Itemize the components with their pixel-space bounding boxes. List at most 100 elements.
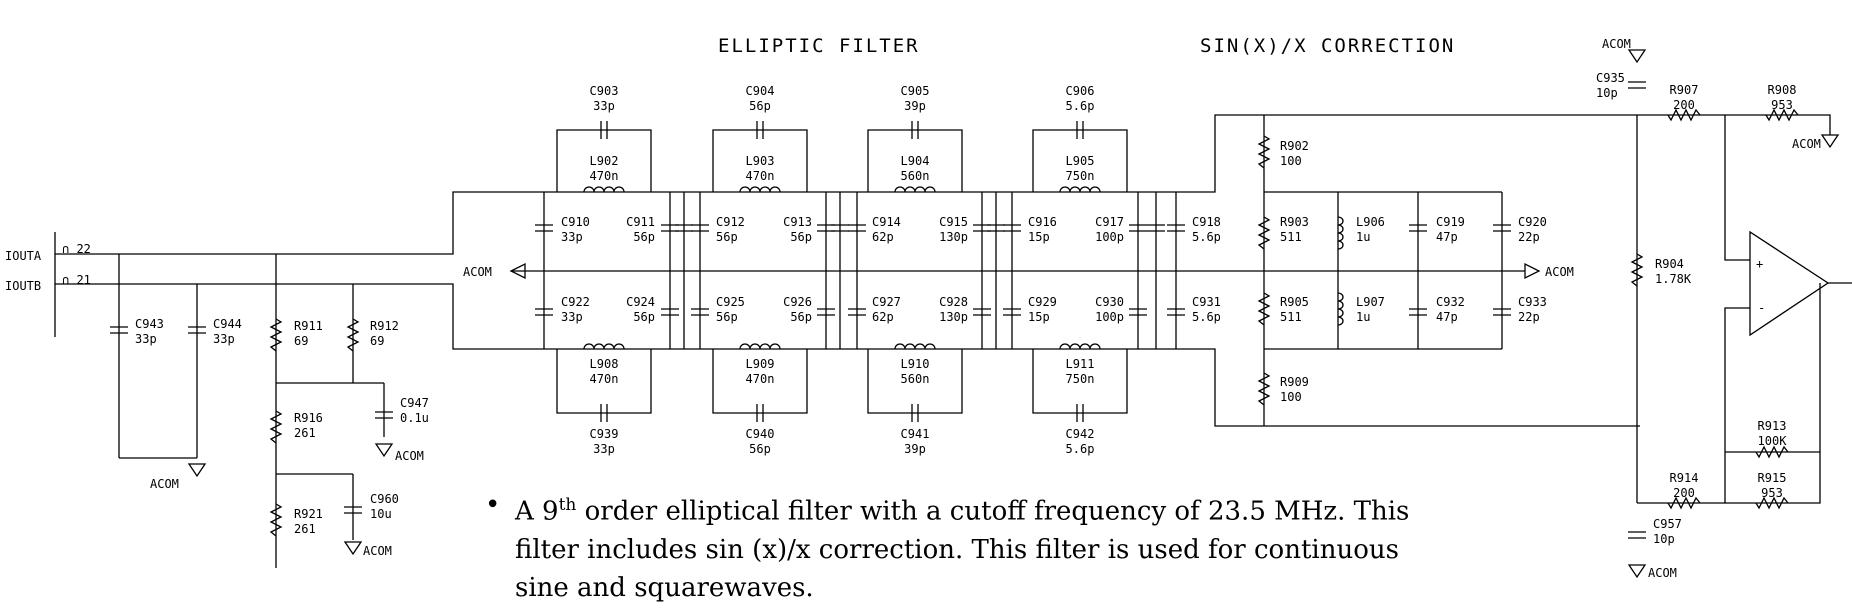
iouta-pin: ∩ 22: [62, 242, 91, 256]
elliptic-filter-title: ELLIPTIC FILTER: [718, 35, 920, 57]
l911-inductor: [1059, 343, 1101, 350]
svg-text:C947: C947: [400, 396, 429, 410]
svg-text:33p: 33p: [135, 332, 157, 346]
svg-text:56p: 56p: [749, 99, 771, 113]
svg-text:R916: R916: [294, 411, 323, 425]
svg-text:C905: C905: [901, 84, 930, 98]
svg-text:+: +: [1756, 257, 1763, 271]
svg-text:33p: 33p: [561, 310, 583, 324]
svg-text:ACOM: ACOM: [363, 544, 392, 558]
svg-text:0.1u: 0.1u: [400, 411, 429, 425]
r902-resistor: [1257, 135, 1271, 169]
r913-resistor: [1755, 445, 1789, 459]
svg-text:R914: R914: [1670, 471, 1699, 485]
svg-text:261: 261: [294, 426, 316, 440]
svg-text:C942: C942: [1066, 427, 1095, 441]
svg-text:39p: 39p: [904, 99, 926, 113]
c918-capacitor: [1167, 224, 1185, 232]
svg-text:L902: L902: [590, 154, 619, 168]
svg-text:C935: C935: [1596, 71, 1625, 85]
svg-text:56p: 56p: [633, 310, 655, 324]
c910-capacitor: [535, 224, 553, 232]
svg-text:130p: 130p: [939, 310, 968, 324]
svg-text:22p: 22p: [1518, 230, 1540, 244]
c911-capacitor: [987, 224, 1005, 232]
c924-capacitor: [661, 308, 679, 316]
c932-capacitor: [1409, 308, 1427, 316]
svg-text:R911: R911: [294, 319, 323, 333]
r914-resistor: [1667, 496, 1701, 510]
note-line-1: A 9th order elliptical filter with a cut…: [515, 495, 1410, 527]
svg-text:5.6p: 5.6p: [1066, 99, 1095, 113]
svg-text:C927: C927: [872, 295, 901, 309]
acom-arrows: ACOM ACOM: [463, 262, 1574, 280]
acom-left-label: ACOM: [463, 265, 492, 279]
l904-inductor: [894, 186, 936, 193]
svg-text:1u: 1u: [1356, 230, 1370, 244]
svg-text:39p: 39p: [904, 442, 926, 456]
svg-text:56p: 56p: [716, 310, 738, 324]
svg-text:33p: 33p: [593, 99, 615, 113]
svg-text:69: 69: [294, 334, 308, 348]
svg-text:R902: R902: [1280, 139, 1309, 153]
svg-text:C919: C919: [1436, 215, 1465, 229]
bullet-icon: •: [485, 490, 501, 520]
c922-capacitor: [535, 308, 553, 316]
svg-text:C944: C944: [213, 317, 242, 331]
svg-text:L905: L905: [1066, 154, 1095, 168]
svg-text:ACOM: ACOM: [150, 477, 179, 491]
svg-text:L909: L909: [746, 357, 775, 371]
c943-capacitor: [110, 326, 128, 334]
ground-symbol: ACOM: [150, 463, 207, 491]
c960-capacitor: [344, 506, 362, 514]
svg-text:C913: C913: [783, 215, 812, 229]
svg-text:C918: C918: [1192, 215, 1221, 229]
svg-text:R913: R913: [1758, 419, 1787, 433]
ioutb-label: IOUTB: [5, 279, 41, 293]
svg-text:33p: 33p: [561, 230, 583, 244]
c957-capacitor: [1628, 531, 1646, 539]
svg-text:470n: 470n: [590, 372, 619, 386]
svg-text:L904: L904: [901, 154, 930, 168]
svg-text:69: 69: [370, 334, 384, 348]
acom-right-label: ACOM: [1545, 265, 1574, 279]
l903-inductor: [739, 186, 781, 193]
svg-text:C943: C943: [135, 317, 164, 331]
svg-text:470n: 470n: [746, 372, 775, 386]
svg-text:62p: 62p: [872, 310, 894, 324]
c947-capacitor: [375, 411, 393, 419]
svg-text:C922: C922: [561, 295, 590, 309]
ground-symbol: ACOM: [343, 541, 392, 558]
svg-text:C912: C912: [716, 215, 745, 229]
c944-capacitor: [188, 326, 206, 334]
svg-text:L903: L903: [746, 154, 775, 168]
svg-text:10u: 10u: [370, 507, 392, 521]
svg-text:47p: 47p: [1436, 230, 1458, 244]
l906-inductor: [1337, 216, 1344, 250]
c916-capacitor: [1003, 224, 1021, 232]
